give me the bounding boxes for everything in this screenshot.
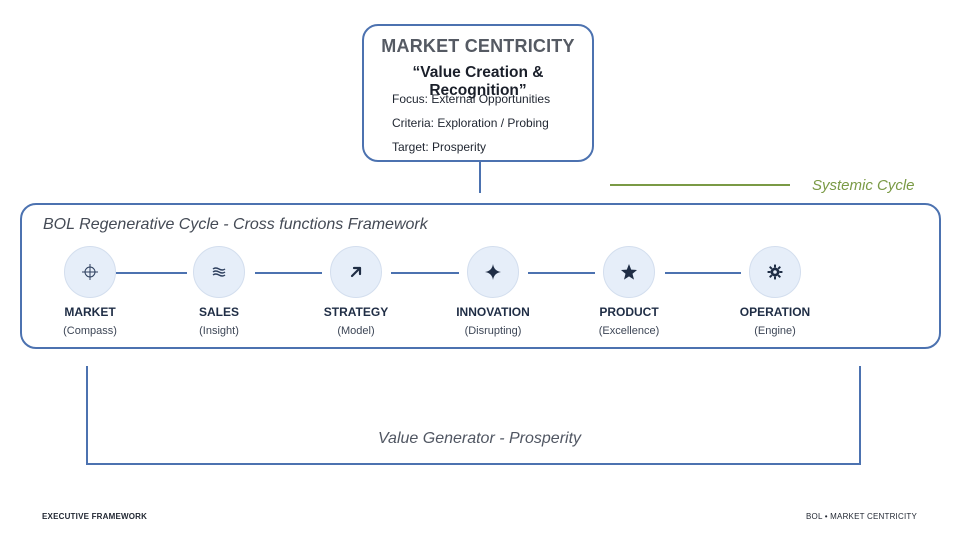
framework-title: BOL Regenerative Cycle - Cross functions… xyxy=(43,216,428,233)
connector-sales-strategy xyxy=(255,272,322,274)
footer-right-label: BOL • MARKET CENTRICITY xyxy=(806,512,917,521)
connector-market-sales xyxy=(116,272,187,274)
node-product-sub: (Excellence) xyxy=(598,325,660,337)
card-title: MARKET CENTRICITY xyxy=(381,36,575,56)
connector-innovation-product xyxy=(528,272,595,274)
node-product xyxy=(603,246,655,298)
bracket-right-line xyxy=(859,366,861,465)
sparkle-icon xyxy=(484,263,502,281)
value-generator-label: Value Generator - Prosperity xyxy=(377,430,582,447)
node-operation-name: OPERATION xyxy=(739,305,811,319)
node-innovation-name: INNOVATION xyxy=(456,305,530,319)
footer-left-label: EXECUTIVE FRAMEWORK xyxy=(42,512,148,521)
node-sales-sub: (Insight) xyxy=(199,325,239,337)
node-market xyxy=(64,246,116,298)
systemic-cycle-line xyxy=(610,184,790,186)
node-strategy xyxy=(330,246,382,298)
card-connector-line xyxy=(479,162,481,193)
node-sales xyxy=(193,246,245,298)
waves-icon xyxy=(212,266,226,278)
market-centricity-card: MARKET CENTRICITY “Value Creation & Reco… xyxy=(362,24,594,162)
card-focus-line: Focus: External Opportunities xyxy=(392,92,551,106)
crosshair-icon xyxy=(81,263,99,281)
card-subtitle: “Value Creation & Recognition” xyxy=(412,64,544,99)
connector-product-operation xyxy=(665,272,741,274)
node-strategy-sub: (Model) xyxy=(337,325,375,337)
node-market-sub: (Compass) xyxy=(63,325,117,337)
bracket-bottom-line xyxy=(86,463,861,465)
card-target-line: Target: Prosperity xyxy=(392,140,487,154)
node-market-name: MARKET xyxy=(64,305,116,319)
node-strategy-name: STRATEGY xyxy=(323,305,389,319)
bracket-left-line xyxy=(86,366,88,465)
node-innovation-sub: (Disrupting) xyxy=(464,325,522,337)
node-product-name: PRODUCT xyxy=(599,305,659,319)
connector-strategy-innovation xyxy=(391,272,459,274)
systemic-cycle-label: Systemic Cycle xyxy=(812,177,915,194)
node-sales-name: SALES xyxy=(198,305,239,319)
node-innovation xyxy=(467,246,519,298)
card-criteria-line: Criteria: Exploration / Probing xyxy=(392,116,549,130)
arrow-up-right-icon xyxy=(349,265,363,279)
node-operation-sub: (Engine) xyxy=(754,325,796,337)
star-icon xyxy=(620,263,638,281)
node-operation xyxy=(749,246,801,298)
gear-icon xyxy=(767,264,783,280)
